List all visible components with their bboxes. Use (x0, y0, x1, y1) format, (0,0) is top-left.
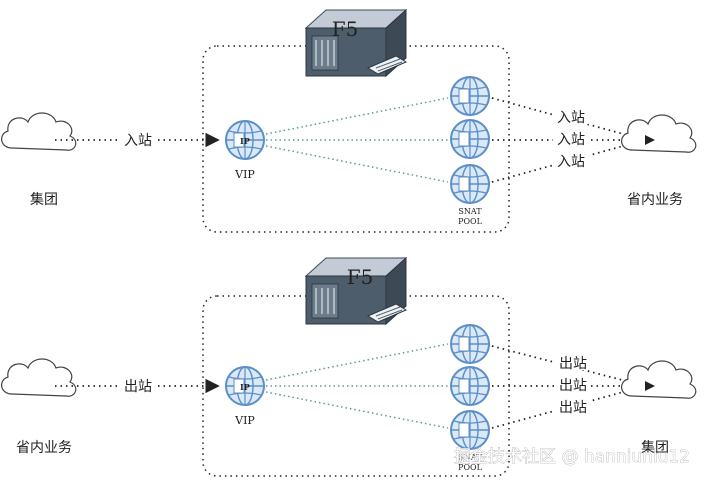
top-vip-label: VIP (234, 168, 255, 181)
bottom-right-flow-label-2: 出站 (559, 378, 587, 394)
top-right-cloud-icon (620, 114, 697, 153)
bottom-right-cloud-icon (620, 360, 697, 399)
top-right-flow-label-3: 入站 (557, 154, 585, 170)
bottom-pool-globe-3-icon (450, 410, 490, 450)
top-right-flow-label-1: 入站 (557, 110, 585, 126)
bottom-snat-line2: POOL (458, 463, 483, 472)
bottom-diagram: F5 省内业务 出站 IP VIP SNAT POOL 出站 出站 出站 集团 (0, 257, 697, 477)
bottom-right-flow-label-1: 出站 (559, 356, 587, 372)
bottom-pool-globe-1-icon (450, 324, 490, 364)
bottom-vip-label: VIP (234, 414, 255, 427)
bottom-snat-line1: SNAT (458, 453, 482, 462)
top-left-cloud-icon (0, 112, 77, 151)
bottom-vip-to-pool-1 (265, 343, 449, 381)
bottom-right-arrow-head-icon (645, 381, 655, 391)
bottom-left-cloud-icon (0, 358, 77, 397)
bottom-pool-globe-2-icon (450, 366, 490, 406)
top-snat-line2: POOL (458, 217, 483, 226)
top-pool-to-cloud-3 (491, 139, 646, 183)
top-pool-globe-1-icon (450, 76, 490, 116)
bottom-vip-ip-letter: IP (240, 382, 250, 392)
bottom-left-cloud-label: 省内业务 (16, 440, 72, 456)
top-vip-to-pool-3 (265, 145, 449, 183)
top-diagram: F5 集团 入站 IP VIP SNAT POOL 入站 入站 入站 省内业务 (0, 9, 697, 233)
top-vip-to-pool-1 (265, 97, 449, 135)
bottom-vip-to-pool-3 (265, 391, 449, 429)
top-right-flow-label-2: 入站 (557, 132, 585, 148)
top-vip-ip-letter: IP (240, 136, 250, 146)
bottom-right-flow-label-3: 出站 (559, 400, 587, 416)
top-pool-to-cloud-1 (491, 97, 646, 141)
top-left-cloud-label: 集团 (30, 191, 58, 208)
top-pool-globe-2-icon (450, 119, 490, 159)
top-device-label: F5 (332, 17, 359, 41)
top-right-cloud-label: 省内业务 (627, 192, 683, 208)
bottom-left-flow-label: 出站 (124, 379, 152, 395)
bottom-pool-to-cloud-3 (491, 385, 646, 429)
watermark: 掘金技术社区 @ hanniuniu12 (454, 447, 690, 467)
bottom-device-label: F5 (347, 265, 374, 289)
top-right-arrow-head-icon (645, 135, 655, 145)
bottom-right-cloud-label: 集团 (641, 439, 669, 456)
top-left-flow-label: 入站 (124, 133, 152, 149)
top-snat-line1: SNAT (458, 207, 482, 216)
top-pool-globe-3-icon (450, 164, 490, 204)
